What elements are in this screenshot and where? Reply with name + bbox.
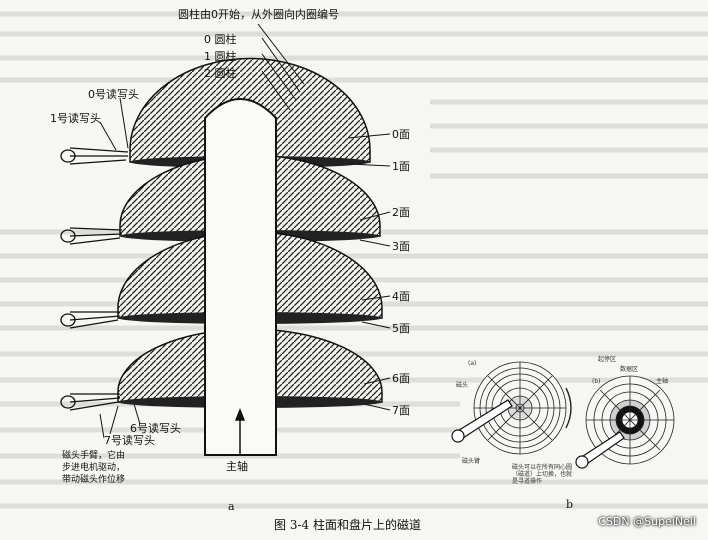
arm-note-line-2: 步进电机驱动， [62,462,125,474]
arm-note-line-1: 磁头手臂，它由 [62,450,125,462]
disk-spindle-label: 主轴 [656,378,668,385]
data-zone-label: 数据区 [620,366,638,373]
head-label-7: 7号读写头 [104,434,155,447]
seek-note: 磁头可以在所有同心圆 （磁道）上切换，也就 是寻道操作 [512,464,572,485]
surface-label-6: 6面 [392,372,410,385]
figure-caption: 图 3-4 柱面和盘片上的磁道 [274,516,421,533]
surface-label-5: 5面 [392,322,410,335]
seek-note-line-2: （磁道）上切换，也就 [512,471,572,478]
arm-note-line-3: 带动磁头作位移 [62,474,125,486]
disk-arm-label: 磁头臂 [462,458,480,465]
surface-label-4: 4面 [392,290,410,303]
surface-label-7: 7面 [392,404,410,417]
head-label-1: 1号读写头 [50,112,101,125]
cylinder-numbering-note: 圆柱由0开始，从外圈向内圈编号 [178,8,339,21]
watermark: CSDN @SupeiNeil [598,515,696,528]
surface-label-3: 3面 [392,240,410,253]
head-label-0: 0号读写头 [88,88,139,101]
seek-note-line-3: 是寻道操作 [512,478,572,485]
disk-b-label-a: (a) [468,360,476,367]
surface-label-0: 0面 [392,128,410,141]
subfigure-label-b: b [566,498,573,511]
disk-a [474,362,571,454]
landing-zone-label: 起停区 [598,356,616,363]
arm-note: 磁头手臂，它由 步进电机驱动， 带动磁头作位移 [62,450,125,486]
surface-label-2: 2面 [392,206,410,219]
surface-label-1: 1面 [392,160,410,173]
cylinder-label-1: 1 圆柱 [204,50,237,63]
subfigure-label-a: a [228,500,235,513]
disk-b-label-b: (b) [592,378,601,385]
spindle-label: 主轴 [226,460,248,473]
disk-head-label: 磁头 [456,382,468,389]
cylinder-label-2: 2 圆柱 [204,67,237,80]
cylinder-label-0: 0 圆柱 [204,33,237,46]
seek-note-line-1: 磁头可以在所有同心圆 [512,464,572,471]
